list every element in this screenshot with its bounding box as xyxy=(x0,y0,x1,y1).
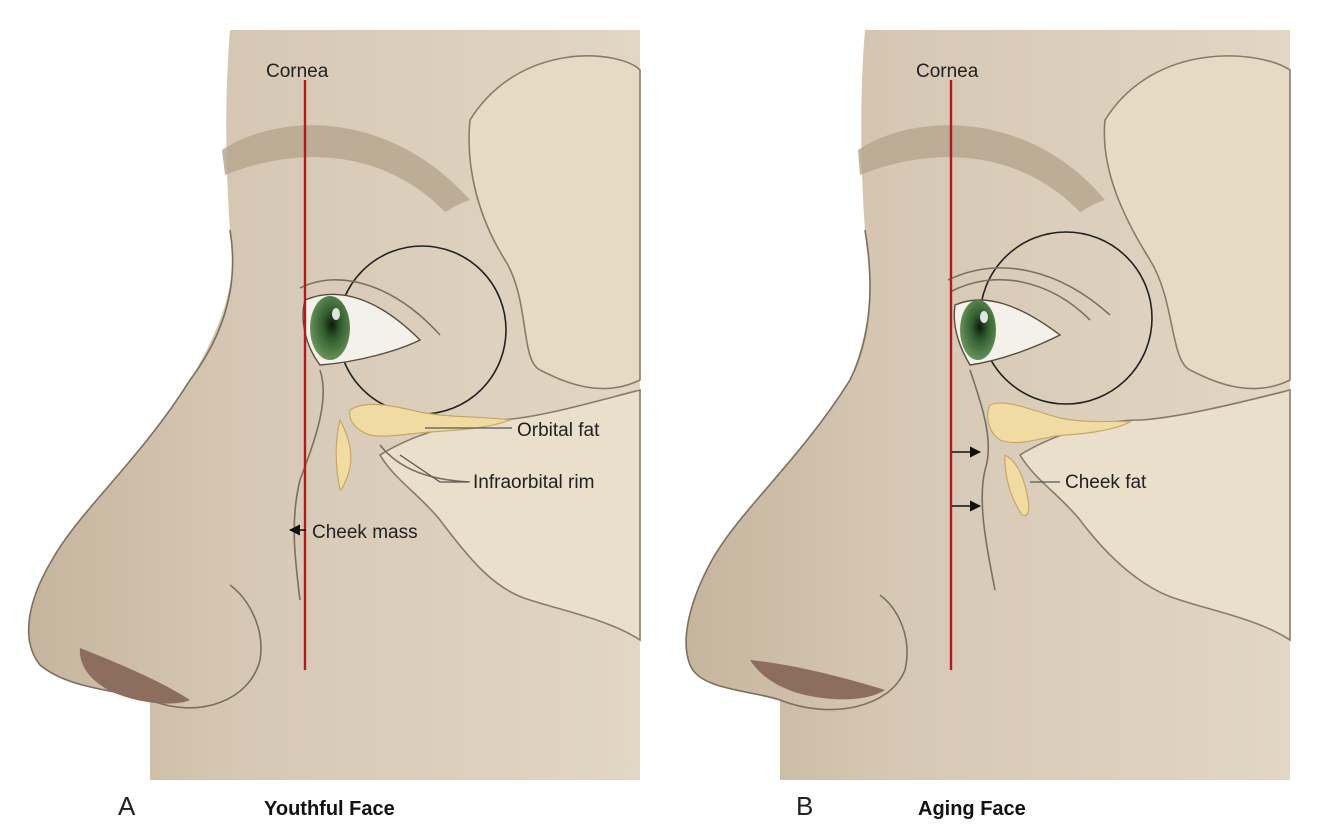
panel-a: Cornea Orbital fat Infraorbital rim Chee… xyxy=(27,30,641,821)
panel-caption-a: Youthful Face xyxy=(264,798,395,820)
infraorbital-rim-label-a: Infraorbital rim xyxy=(473,472,594,493)
infraorbital-rim-leader-a xyxy=(399,454,468,483)
orbital-fat-b xyxy=(987,402,1133,444)
iris-b xyxy=(960,300,996,360)
nose-wing-b xyxy=(779,594,908,711)
orbital-fat-label-a: Orbital fat xyxy=(517,420,600,441)
upper-lid-a xyxy=(299,279,441,336)
lid-fold-b xyxy=(947,267,1111,316)
zygoma-b xyxy=(1018,388,1291,642)
panel-caption-b: Aging Face xyxy=(918,798,1026,820)
nostril-a xyxy=(79,648,190,704)
brow-ridge-a xyxy=(222,125,470,212)
nostril-b xyxy=(750,660,885,700)
cheek-fat-a xyxy=(335,418,352,491)
cornea-label-a: Cornea xyxy=(266,61,329,82)
cheek-fat-label-b: Cheek fat xyxy=(1065,472,1147,493)
panel-b: Cornea Cheek fat B Aging Face xyxy=(685,30,1291,821)
skull-outline-b xyxy=(1103,55,1291,390)
cheek-contour-a xyxy=(293,369,324,601)
panel-letter-a: A xyxy=(118,791,136,821)
brow-ridge-b xyxy=(858,125,1105,212)
upper-lid-b xyxy=(949,279,1091,321)
nose-wing-a xyxy=(149,584,262,709)
iris-highlight-b xyxy=(980,311,988,323)
panel-letter-b: B xyxy=(796,791,813,821)
cheek-fat-b xyxy=(1004,454,1030,517)
iris-highlight-a xyxy=(332,308,340,320)
cornea-label-b: Cornea xyxy=(916,61,979,82)
infraorbital-rim-a xyxy=(379,444,471,483)
iris-a xyxy=(310,296,350,360)
cheek-mass-label-a: Cheek mass xyxy=(312,522,418,543)
cheek-contour-b xyxy=(969,369,996,591)
nose-outline-b xyxy=(685,229,871,701)
nose-outline-a xyxy=(27,229,234,701)
skull-outline-a xyxy=(468,55,641,390)
